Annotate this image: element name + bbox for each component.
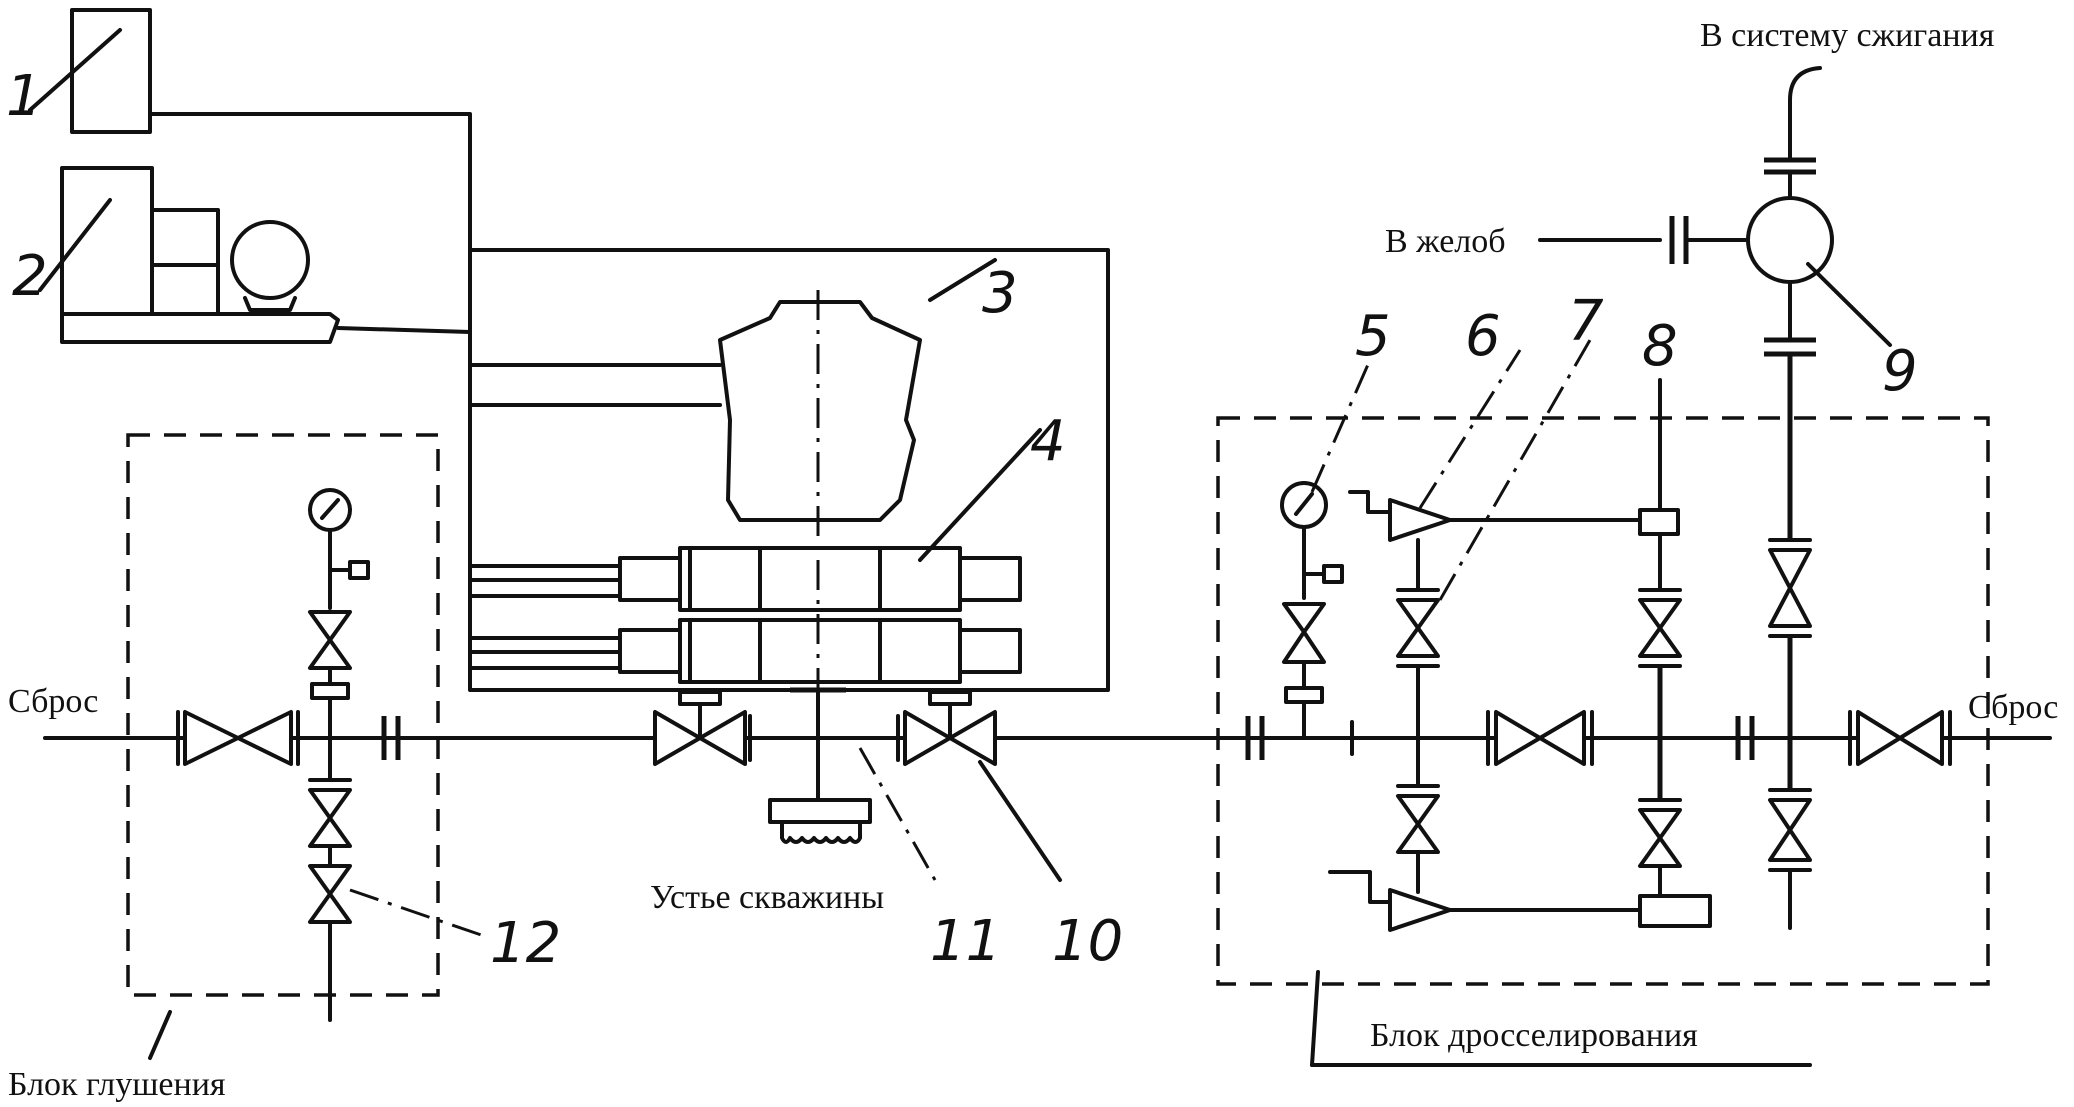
- pressure-gauge-5: [1280, 481, 1344, 740]
- discharge-valve-right: [1848, 710, 1952, 766]
- choke-main-valve: [1486, 710, 1594, 766]
- callout-4: 4: [1030, 409, 1066, 474]
- callout-6: 6: [1465, 304, 1501, 369]
- callout-7: 7: [1568, 289, 1604, 354]
- callout-1: 1: [6, 64, 42, 129]
- choke-flange-entry: [1245, 716, 1354, 760]
- wellhead: [768, 687, 872, 844]
- label-wellhead: Устье скважины: [650, 879, 884, 916]
- flare-column: [1768, 352, 1812, 930]
- callout-8: 8: [1642, 314, 1678, 379]
- kill-block-boundary: [126, 433, 440, 997]
- callout-9: 9: [1882, 339, 1918, 404]
- valve-column-8: [1638, 532, 1682, 898]
- callout-11: 11: [930, 909, 1001, 974]
- callout-3: 3: [982, 261, 1018, 326]
- label-choke-block: Блок дросселирования: [1370, 1017, 1698, 1054]
- label-discharge-left: Сброс: [8, 683, 98, 720]
- control-lines: [148, 112, 1110, 692]
- callout-10: 10: [1052, 909, 1123, 974]
- callout-12: 12: [490, 911, 561, 976]
- label-to-flare: В систему сжигания: [1700, 17, 1995, 54]
- label-kill-block: Блок глушения: [8, 1066, 226, 1103]
- callout-numbers: 1 2 3 4 5 6 7 8 9 10 11 12: [6, 64, 1918, 976]
- text-labels: В систему сжигания В желоб Сброс Сброс У…: [8, 17, 2058, 1103]
- gas-separator-9: [1538, 66, 1834, 357]
- kill-line-valve-left: [176, 710, 300, 766]
- annular-preventer-3: [718, 290, 922, 790]
- label-to-gutter: В желоб: [1385, 223, 1506, 260]
- choke-block-boundary: [1216, 416, 1990, 986]
- callout-2: 2: [12, 244, 48, 309]
- valve-left-of-wellhead: [653, 690, 752, 766]
- control-panel-1: [28, 8, 152, 134]
- adjustable-choke-6: [1328, 490, 1712, 932]
- flange-right: [1735, 716, 1755, 760]
- valve-10: [896, 690, 997, 766]
- kill-block-assembly: [308, 488, 370, 1022]
- leader-lines: [148, 258, 1892, 1067]
- callout-5: 5: [1355, 304, 1391, 369]
- hydraulic-unit-2: [38, 166, 340, 344]
- ram-preventers-4: [618, 546, 1022, 684]
- label-discharge-right: Сброс: [1968, 689, 2058, 726]
- flange-left: [381, 716, 401, 760]
